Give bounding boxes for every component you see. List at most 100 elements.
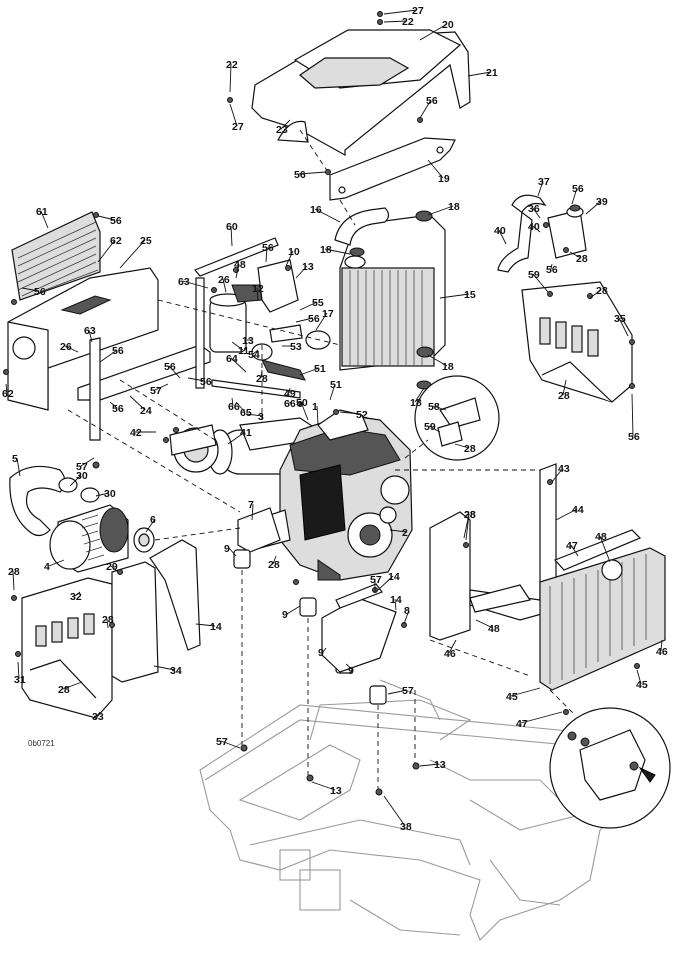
callout-leader — [109, 401, 118, 409]
callout-leader — [5, 383, 8, 394]
callout-leader — [300, 401, 309, 421]
callout-leader — [387, 689, 408, 695]
callout-leader — [631, 393, 634, 437]
callout-number: 59 — [528, 269, 540, 281]
callout-leader — [21, 287, 40, 292]
callout-leader — [585, 200, 602, 215]
callout-number: 18 — [410, 397, 422, 409]
callout-leader — [153, 665, 176, 671]
callout-leader — [419, 23, 448, 41]
callout-leader — [329, 383, 336, 401]
callout-number: 13 — [242, 335, 254, 347]
callout-number: 27 — [232, 121, 244, 133]
figure-code: 0b0721 — [28, 739, 55, 748]
callout-number: 16 — [310, 204, 322, 216]
engine-mount — [369, 685, 387, 705]
left-lower-panel — [21, 577, 113, 719]
callout-number: 33 — [92, 711, 104, 723]
callout-leader — [569, 251, 582, 259]
screen-frame-bracket — [429, 463, 557, 641]
callout-leader — [298, 171, 327, 175]
callout-number: 32 — [70, 591, 82, 603]
support-bracket — [329, 137, 456, 201]
callout-number: 22 — [402, 16, 414, 28]
callout-leader — [245, 413, 264, 417]
callout-number: 28 — [596, 285, 608, 297]
callout-number: 48 — [595, 531, 607, 543]
callout-number: 18 — [448, 201, 460, 213]
callout-number: 38 — [400, 821, 412, 833]
callout-leader — [251, 503, 254, 521]
callout-leader — [322, 647, 327, 653]
callout-leader — [571, 187, 578, 205]
callout-number: 34 — [170, 665, 182, 677]
callout-number: 46 — [444, 648, 456, 660]
callout-leader — [288, 387, 291, 394]
callout-number: 28 — [58, 684, 70, 696]
callout-number: 39 — [596, 196, 608, 208]
callout-number: 61 — [36, 206, 48, 218]
callout-number: 20 — [442, 19, 454, 31]
callout-number: 28 — [576, 253, 588, 265]
callout-number: 18 — [442, 361, 454, 373]
callout-leader — [106, 618, 109, 629]
callout-number: 22 — [226, 59, 238, 71]
callout-leader — [99, 349, 118, 363]
callout-leader — [88, 329, 93, 343]
callout-number: 57 — [370, 574, 382, 586]
callout-leader — [195, 623, 216, 627]
fuel-filter — [209, 284, 263, 353]
callout-leader — [229, 63, 232, 93]
callout-number: 8 — [404, 605, 410, 617]
callout-leader — [532, 207, 541, 219]
muffler — [169, 417, 319, 475]
callout-leader — [475, 619, 494, 629]
callout-leader — [231, 397, 234, 407]
callout-number: 57 — [76, 461, 88, 473]
callout-number: 54 — [248, 349, 260, 361]
mount-bracket — [257, 259, 299, 313]
callout-leader — [427, 354, 448, 367]
callout-number: 29 — [106, 561, 118, 573]
callout-leader — [228, 547, 237, 557]
hardware — [3, 11, 640, 796]
callout-number: 63 — [84, 325, 96, 337]
callout-number: 9 — [348, 665, 354, 677]
callout-leader — [95, 492, 110, 497]
callout-number: 56 — [628, 431, 640, 443]
callout-number: 28 — [256, 373, 268, 385]
callout-leader — [550, 263, 553, 270]
callout-leader — [168, 365, 181, 379]
callout-leader — [414, 387, 425, 403]
callout-number: 25 — [140, 235, 152, 247]
callout-leader — [394, 598, 397, 611]
callout-leader — [315, 312, 328, 331]
callout-number: 26 — [218, 274, 230, 286]
callout-leader — [235, 401, 246, 413]
callout-leader — [537, 180, 544, 197]
callout-leader — [311, 781, 336, 791]
callout-leader — [551, 467, 564, 483]
callout-leader — [510, 687, 541, 697]
callout-leader — [222, 278, 227, 293]
callout-number: 51 — [314, 363, 326, 375]
callout-number: 36 — [528, 203, 540, 215]
callout-number: 28 — [102, 614, 114, 626]
callout-number: 10 — [288, 246, 300, 258]
callout-leader — [231, 341, 244, 351]
callout-leader — [97, 215, 116, 221]
callout-leader — [520, 711, 563, 724]
left-side-panel — [7, 267, 159, 411]
callout-number: 65 — [240, 407, 252, 419]
callout-leader — [286, 605, 301, 615]
callout-number: 14 — [210, 621, 222, 633]
callout-number: 56 — [164, 361, 176, 373]
callout-leader — [252, 349, 259, 355]
engine-mount-plate — [237, 507, 281, 553]
callout-number: 60 — [226, 221, 238, 233]
callout-number: 30 — [104, 488, 116, 500]
grommet — [349, 247, 365, 257]
callout-number: 35 — [614, 313, 626, 325]
callout-leader — [265, 246, 268, 263]
assembly-lines — [67, 129, 576, 790]
